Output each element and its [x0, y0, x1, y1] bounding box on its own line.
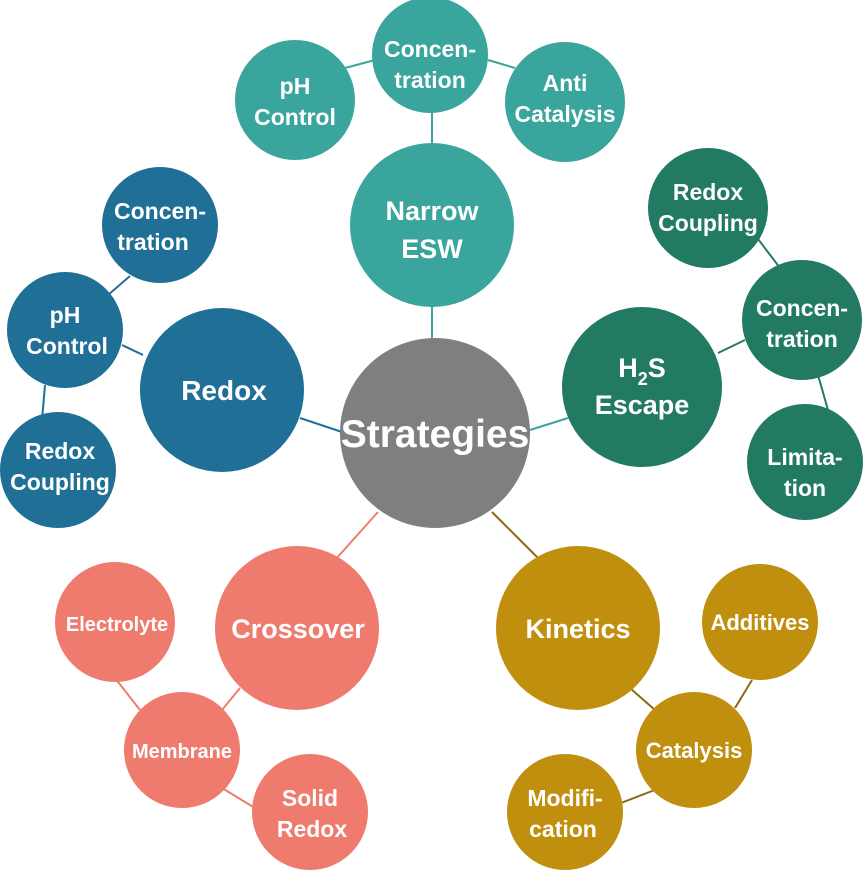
label-redox-ph-control-line2: Control	[26, 333, 108, 359]
label-h2s-concentration-line2: tration	[766, 326, 838, 352]
label-redox-redox-coupling-line2: Coupling	[10, 469, 110, 495]
label-modification-line1: Modifi-	[527, 785, 602, 811]
label-h2s-concentration-line1: Concen-	[756, 295, 848, 321]
connector-ph-redox	[121, 344, 144, 356]
label-electrolyte: Electrolyte	[66, 614, 168, 636]
node-crossover-solid-redox: Solid Redox	[252, 754, 368, 870]
connector-ph-concentration	[344, 59, 376, 69]
label-h2s-s: S	[648, 353, 666, 383]
connector-kinetics-catalysis	[629, 687, 656, 711]
label-modification-line2: cation	[529, 816, 597, 842]
label-ph-control-line2: Control	[254, 104, 336, 130]
node-h2s-escape: H2S Escape	[562, 307, 722, 467]
label-redox: Redox	[181, 375, 267, 406]
connector-membrane-solid	[221, 787, 256, 809]
connector-redoxcoupling-concentration-h2s	[754, 234, 781, 269]
label-crossover: Crossover	[231, 614, 365, 644]
label-concentration-line1: Concen-	[384, 36, 476, 62]
node-crossover-electrolyte: Electrolyte	[55, 562, 175, 682]
label-narrow-esw-line2: ESW	[401, 234, 463, 264]
node-kinetics: Kinetics	[496, 546, 660, 710]
node-strategies: Strategies	[340, 338, 530, 528]
node-crossover: Crossover	[215, 546, 379, 710]
label-limitation-line1: Limita-	[767, 444, 842, 470]
label-anti-catalysis-line1: Anti	[543, 70, 588, 96]
node-narrow-esw-ph-control: pH Control	[235, 40, 355, 160]
label-kinetics: Kinetics	[525, 614, 630, 644]
connector-electrolyte-membrane	[114, 677, 141, 711]
label-catalysis: Catalysis	[646, 738, 743, 763]
connector-center-redox	[299, 417, 343, 433]
node-kinetics-catalysis: Catalysis	[636, 692, 752, 808]
label-redox-redox-coupling-line1: Redox	[25, 438, 96, 464]
label-h2s-redox-coupling-line2: Coupling	[658, 210, 758, 236]
node-redox: Redox	[140, 308, 304, 472]
connector-crossover-membrane	[221, 687, 241, 711]
label-ph-control-line1: pH	[280, 73, 311, 99]
connector-center-crossover	[334, 511, 379, 561]
node-narrow-esw: Narrow ESW	[350, 143, 514, 307]
node-redox-ph-control: pH Control	[7, 272, 123, 388]
connector-h2s-concentration	[717, 339, 746, 354]
label-narrow-esw-line1: Narrow	[385, 196, 479, 226]
connectors	[41, 59, 829, 809]
label-h2s-line1: H2S	[618, 353, 666, 389]
node-kinetics-modification: Modifi- cation	[507, 754, 623, 870]
node-crossover-membrane: Membrane	[124, 692, 240, 808]
node-h2s-limitation: Limita- tion	[747, 404, 863, 520]
node-kinetics-additives: Additives	[702, 564, 818, 680]
node-narrow-esw-anti-catalysis: Anti Catalysis	[505, 42, 625, 162]
node-narrow-esw-concentration: Concen- tration	[372, 0, 488, 113]
label-concentration-line2: tration	[394, 67, 466, 93]
connector-center-kinetics	[491, 511, 541, 561]
label-solid-redox-line2: Redox	[277, 816, 348, 842]
label-h2s-h: H	[618, 353, 638, 383]
label-solid-redox-line1: Solid	[282, 785, 338, 811]
node-redox-redox-coupling: Redox Coupling	[0, 412, 116, 528]
connector-concentration-limitation	[817, 374, 829, 411]
label-redox-concentration-line2: tration	[117, 229, 189, 255]
label-redox-concentration-line1: Concen-	[114, 198, 206, 224]
label-h2s-redox-coupling-line1: Redox	[673, 179, 744, 205]
label-membrane: Membrane	[132, 741, 232, 763]
node-redox-concentration: Concen- tration	[102, 167, 218, 283]
label-limitation-line2: tion	[784, 475, 826, 501]
label-additives: Additives	[710, 610, 809, 635]
label-strategies: Strategies	[341, 413, 530, 456]
connector-additives-catalysis	[734, 679, 753, 709]
label-anti-catalysis-line2: Catalysis	[514, 101, 615, 127]
connector-concentration-anti	[487, 59, 516, 69]
label-redox-ph-control-line1: pH	[50, 302, 81, 328]
label-h2s-subscript: 2	[638, 369, 648, 389]
node-h2s-concentration: Concen- tration	[742, 260, 862, 380]
node-h2s-redox-coupling: Redox Coupling	[648, 148, 768, 268]
connector-center-h2s	[529, 417, 569, 431]
label-h2s-line2: Escape	[595, 390, 690, 420]
